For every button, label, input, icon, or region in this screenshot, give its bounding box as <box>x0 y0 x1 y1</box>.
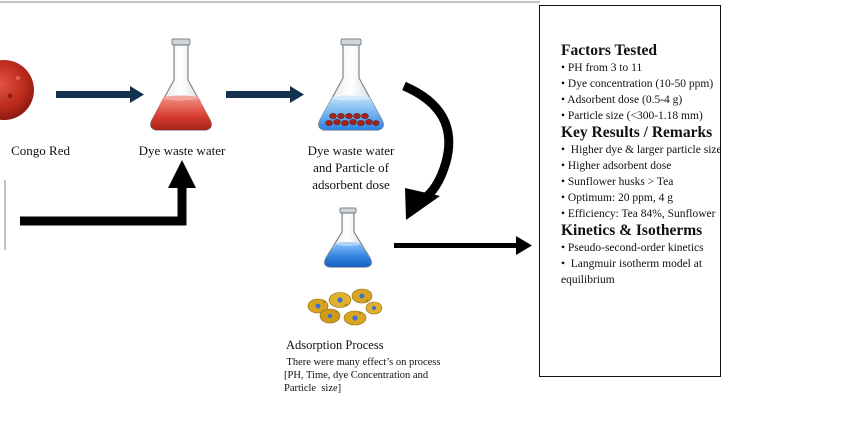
process-desc-line: [PH, Time, dye Concentration and <box>284 370 429 381</box>
mixture-flask <box>318 38 384 131</box>
factor-item: • PH from 3 to 11 <box>561 62 643 74</box>
adsorption-process-description: There were many effect’s on process [PH,… <box>284 356 484 395</box>
result-item: • Efficiency: Tea 84%, Sunflower <box>561 208 716 220</box>
process-desc-line: There were many effect’s on process <box>284 357 441 368</box>
adsorption-flask <box>324 207 372 268</box>
arrow-waste-to-mixture <box>226 86 304 103</box>
kinetics-item: • Langmuir isotherm model at <box>561 258 703 270</box>
factors-heading: Factors Tested <box>561 42 658 59</box>
result-item: • Higher dye & larger particle size <box>561 144 722 156</box>
factor-item: • Adsorbent dose (0.5-4 g) <box>561 94 683 106</box>
result-item: • Higher adsorbent dose <box>561 160 672 172</box>
bent-arrow-adsorbent-to-waste <box>4 160 196 250</box>
dye-powder <box>0 60 34 120</box>
kinetics-heading: Kinetics & Isotherms <box>561 222 703 239</box>
results-heading: Key Results / Remarks <box>561 124 713 141</box>
waste-water-label: Dye waste water <box>138 143 226 158</box>
adsorbent-particles-icon <box>307 288 383 326</box>
result-item: • Sunflower husks > Tea <box>561 176 674 188</box>
adsorption-process-title: Adsorption Process <box>286 338 384 352</box>
arrow-dye-to-waste <box>56 86 144 103</box>
curved-arrow-to-adsorption <box>402 81 454 220</box>
mixture-label-line3: adsorbent dose <box>312 177 390 192</box>
result-item: • Optimum: 20 ppm, 4 g <box>561 192 674 204</box>
process-diagram <box>0 1 540 326</box>
results-panel: Factors Tested • PH from 3 to 11 • Dye c… <box>539 5 722 377</box>
factor-item: • Dye concentration (10-50 ppm) <box>561 78 714 90</box>
process-desc-line: Particle size] <box>284 383 342 394</box>
arrow-adsorption-to-results <box>394 236 532 255</box>
mixture-label-line1: Dye waste water <box>307 143 395 158</box>
red-dye-flask <box>150 38 212 131</box>
kinetics-item: equilibrium <box>561 274 615 286</box>
kinetics-item: • Pseudo-second-order kinetics <box>561 242 704 254</box>
factor-item: • Particle size (<300-1.18 mm) <box>561 110 703 122</box>
dye-label: Congo Red <box>11 143 70 158</box>
mixture-label-line2: and Particle of <box>313 160 389 175</box>
